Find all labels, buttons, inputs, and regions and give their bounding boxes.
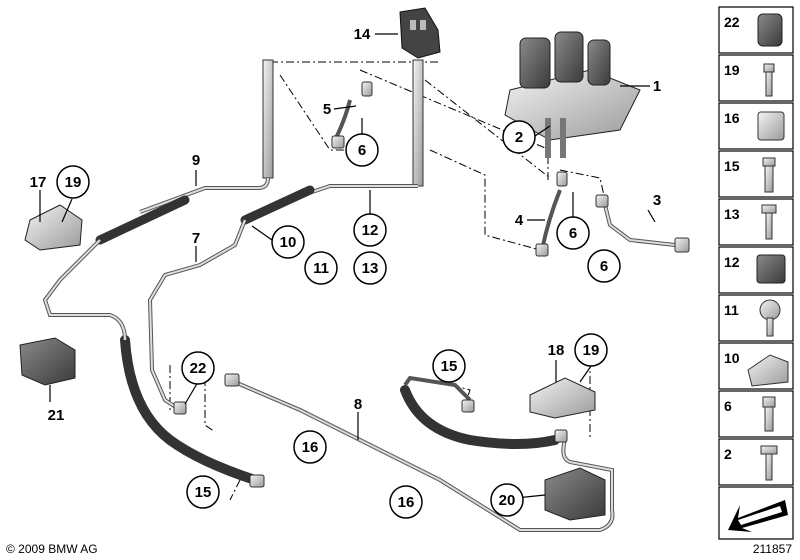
sidebar-frames [718, 6, 794, 540]
callout-4: 4 [515, 212, 524, 229]
callout-circle [574, 333, 608, 367]
callout-21: 21 [48, 407, 65, 424]
callout-2: 2 [502, 120, 536, 154]
sidebar-part-number: 13 [724, 206, 740, 222]
callout-13: 13 [353, 251, 387, 285]
callout-11: 11 [304, 251, 338, 285]
callout-circle [432, 349, 466, 383]
callout-number: 4 [515, 212, 524, 229]
callout-circle [304, 251, 338, 285]
callout-6: 6 [345, 133, 379, 167]
sidebar-part-pictograms [747, 13, 789, 481]
assembly-dash-lines [169, 61, 606, 501]
callout-number: 16 [398, 494, 415, 511]
callout-number: 20 [499, 492, 516, 509]
thin-lines [42, 99, 676, 532]
sidebar-part-number: 6 [724, 398, 732, 414]
callout-number: 15 [441, 358, 458, 375]
callout-number: 12 [362, 222, 379, 239]
callout-number: 6 [600, 258, 608, 275]
sidebar-part-number: 22 [724, 14, 740, 30]
callout-16: 16 [389, 485, 423, 519]
callout-15: 15 [432, 349, 466, 383]
callout-14: 14 [354, 26, 371, 43]
copyright: © 2009 BMW AG [6, 542, 98, 556]
callout-20: 20 [490, 483, 524, 517]
callout-9: 9 [192, 152, 200, 169]
callout-number: 17 [30, 174, 47, 191]
callout-number: 5 [323, 101, 331, 118]
callout-circle [271, 225, 305, 259]
callout-number: 16 [302, 439, 319, 456]
callout-number: 19 [583, 342, 600, 359]
callout-number: 11 [313, 260, 329, 277]
callout-circle [186, 475, 220, 509]
sidebar-part-number: 10 [724, 350, 740, 366]
callout-number: 15 [195, 484, 212, 501]
callout-number: 19 [65, 174, 82, 191]
callout-number: 10 [280, 234, 297, 251]
callout-number: 21 [48, 407, 65, 424]
callout-circle [353, 251, 387, 285]
brackets [19, 204, 606, 521]
callout-number: 2 [515, 129, 523, 146]
callout-number: 1 [653, 78, 661, 95]
callout-3: 3 [653, 192, 661, 209]
sidebar-part-number: 15 [724, 158, 740, 174]
part-14-bushing [399, 7, 441, 59]
callout-number: 6 [358, 142, 366, 159]
sidebar-part-number: 16 [724, 110, 740, 126]
callout-6: 6 [556, 216, 590, 250]
document-id: 211857 [752, 542, 792, 556]
callout-1: 1 [653, 78, 661, 95]
hoses [95, 185, 560, 485]
callout-circle [587, 249, 621, 283]
callout-circle [56, 165, 90, 199]
callout-number: 7 [192, 230, 200, 247]
callout-number: 9 [192, 152, 200, 169]
sidebar-part-number: 2 [724, 446, 732, 462]
callout-number: 13 [362, 260, 379, 277]
callout-leaders [39, 33, 656, 499]
callout-7: 7 [192, 230, 200, 247]
upper-pipes [139, 59, 424, 214]
sidebar-part-number: 12 [724, 254, 740, 270]
callout-17: 17 [30, 174, 47, 191]
fittings [173, 81, 690, 488]
callout-number: 22 [190, 360, 207, 377]
callout-circle [389, 485, 423, 519]
callout-number: 14 [354, 26, 371, 43]
callout-12: 12 [353, 213, 387, 247]
callout-16: 16 [293, 430, 327, 464]
sidebar-part-number: 11 [724, 302, 739, 318]
callout-22: 22 [181, 351, 215, 385]
callout-6: 6 [587, 249, 621, 283]
callout-18: 18 [548, 342, 565, 359]
callout-19: 19 [574, 333, 608, 367]
callout-number: 8 [354, 396, 362, 413]
callout-circle [490, 483, 524, 517]
callout-circle [181, 351, 215, 385]
callout-circle [556, 216, 590, 250]
navigation-arrow-icon[interactable] [728, 500, 788, 532]
valve-block [504, 31, 641, 158]
callout-circle [502, 120, 536, 154]
callout-circle [353, 213, 387, 247]
callout-15: 15 [186, 475, 220, 509]
callout-circle [345, 133, 379, 167]
callout-5: 5 [323, 101, 331, 118]
callout-10: 10 [271, 225, 305, 259]
callout-19: 19 [56, 165, 90, 199]
callout-circle [293, 430, 327, 464]
callout-number: 6 [569, 225, 577, 242]
callout-8: 8 [354, 396, 362, 413]
sidebar-part-number: 19 [724, 62, 740, 78]
callout-number: 18 [548, 342, 565, 359]
callout-number: 3 [653, 192, 661, 209]
